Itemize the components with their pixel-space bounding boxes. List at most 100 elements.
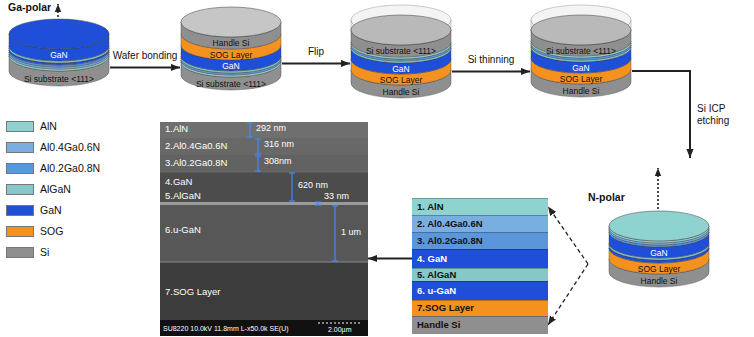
text-holder: SOG Layer	[210, 50, 253, 59]
layer-band: 6. u-GaN	[412, 281, 548, 300]
layer-label: Si substrate <111>	[24, 74, 94, 83]
sem-layer-label: 4.GaN	[165, 177, 192, 187]
text-holder: 4.GaN	[165, 177, 192, 187]
sem-layer-label: 5.AlGaN	[165, 191, 201, 201]
text-holder: N-polar	[588, 192, 625, 203]
legend-swatch	[6, 184, 34, 195]
layer-label: Si substrate <111>	[546, 46, 616, 55]
legend-swatch	[6, 247, 34, 258]
layer-label: GaN	[650, 248, 667, 257]
process-arrow	[452, 71, 530, 73]
edge-label-patch: Si ICP etching	[695, 103, 731, 126]
text-holder: 1.AlN	[165, 124, 188, 134]
text-holder: Handle Si	[563, 86, 600, 95]
polarity-arrow	[57, 4, 59, 17]
sem-layer	[160, 138, 368, 155]
legend-swatch	[6, 142, 34, 153]
sem-info-bar	[160, 320, 368, 336]
layer-label: Handle Si	[213, 39, 250, 48]
layer-label: Handle Si	[417, 320, 460, 331]
layer-label: 4. GaN	[417, 254, 447, 265]
legend-swatch	[6, 226, 34, 237]
step-label: Wafer bonding	[113, 50, 178, 62]
text-holder: 7.SOG Layer	[165, 287, 220, 297]
text-holder: Ga-polar	[8, 2, 51, 13]
sem-info-text: 2.00µm	[328, 326, 352, 333]
layer-label: Si substrate <111>	[196, 79, 266, 88]
legend-label: SOG	[40, 225, 63, 237]
legend-row: Al0.2Ga0.8N	[6, 162, 100, 174]
layer-label: Si substrate <111>	[366, 47, 436, 56]
dimension-tick	[255, 138, 261, 139]
wafer-top-face	[531, 15, 631, 45]
text-holder: 2.Al0.4Ga0.6N	[165, 141, 227, 151]
legend-label: GaN	[40, 204, 62, 216]
process-arrow	[282, 63, 350, 65]
layer-label: GaN	[572, 63, 589, 72]
text-holder: 316 nm	[264, 140, 294, 149]
layer-band: 4. GaN	[412, 249, 548, 268]
process-arrow	[368, 258, 412, 260]
text-holder: SU8220 10.0kV 11.8mm L-x50.0k SE(U)	[163, 325, 289, 332]
sem-layer-label: 1.AlN	[165, 124, 188, 134]
text-holder: SOG Layer	[380, 75, 423, 84]
dimension-label: 316 nm	[264, 140, 294, 149]
polarity-label: N-polar	[588, 192, 625, 203]
sem-micrograph	[160, 122, 368, 336]
legend-row: Al0.4Ga0.6N	[6, 141, 100, 153]
process-arrow	[548, 207, 588, 265]
dimension-tick	[255, 155, 261, 156]
dimension-line	[291, 173, 292, 201]
layer-label: Handle Si	[641, 276, 678, 285]
layer-label: 1. AlN	[417, 202, 444, 213]
dimension-tick	[315, 201, 321, 202]
legend-label: Al0.2Ga0.8N	[40, 162, 100, 174]
wafer-stack: Si substrate <111> GaN SOG LayerHandle Si	[530, 4, 632, 98]
legend-label: AlN	[40, 120, 57, 132]
layer-label: Handle Si	[563, 86, 600, 95]
layer-band: 2. Al0.4Ga0.6N	[412, 215, 548, 232]
legend-row: AlGaN	[6, 183, 71, 195]
dimension-line	[257, 139, 258, 154]
dimension-label: 308nm	[264, 157, 292, 166]
legend-swatch	[6, 205, 34, 216]
legend-swatch	[6, 121, 34, 132]
text-holder: 33 nm	[324, 192, 349, 201]
sem-layer	[160, 262, 368, 320]
text-holder: GaN	[572, 63, 589, 72]
scale-bar	[318, 322, 362, 323]
text-holder: GaN	[50, 51, 67, 60]
text-holder: 308nm	[264, 157, 292, 166]
edge-label-patch: Wafer bonding	[111, 50, 180, 62]
text-holder: Handle Si	[213, 39, 250, 48]
text-holder: 5.AlGaN	[165, 191, 201, 201]
text-holder: 620 nm	[298, 181, 328, 190]
text-holder: SOG Layer	[560, 74, 603, 83]
sem-ground	[160, 122, 368, 336]
layer-label: 7.SOG Layer	[417, 303, 474, 314]
dimension-line	[334, 206, 335, 261]
dimension-tick	[332, 205, 338, 206]
dimension-label: 292 nm	[256, 124, 286, 133]
layer-band: 7.SOG Layer	[412, 300, 548, 316]
sem-layer	[160, 205, 368, 262]
text-holder: Si substrate <111>	[366, 47, 436, 56]
dimension-tick	[315, 204, 321, 205]
process-arrow	[548, 264, 588, 325]
dimension-label: 1 um	[341, 228, 361, 237]
step-label: Si thinning	[468, 54, 515, 66]
layer-label: GaN	[392, 64, 409, 73]
layer-label: 3. Al0.2Ga0.8N	[417, 236, 483, 247]
dimension-tick	[289, 200, 295, 201]
sem-layer-label: 2.Al0.4Ga0.6N	[165, 141, 227, 151]
wafer-top-face	[9, 19, 109, 49]
layer-band: Handle Si	[412, 316, 548, 334]
layer-band: 3. Al0.2Ga0.8N	[412, 232, 548, 249]
sem-layer	[160, 122, 368, 138]
wafer-stack: N-polarGaNSOG LayerHandle Si	[588, 158, 710, 288]
edge-label-patch: Flip	[306, 46, 326, 58]
sem-layer	[160, 202, 368, 205]
layer-band: 5. AlGaN	[412, 268, 548, 281]
wafer-stack: Handle SiSOG LayerGaNSi substrate <111>	[180, 6, 282, 91]
sem-layer-label: 6.u-GaN	[165, 225, 201, 235]
